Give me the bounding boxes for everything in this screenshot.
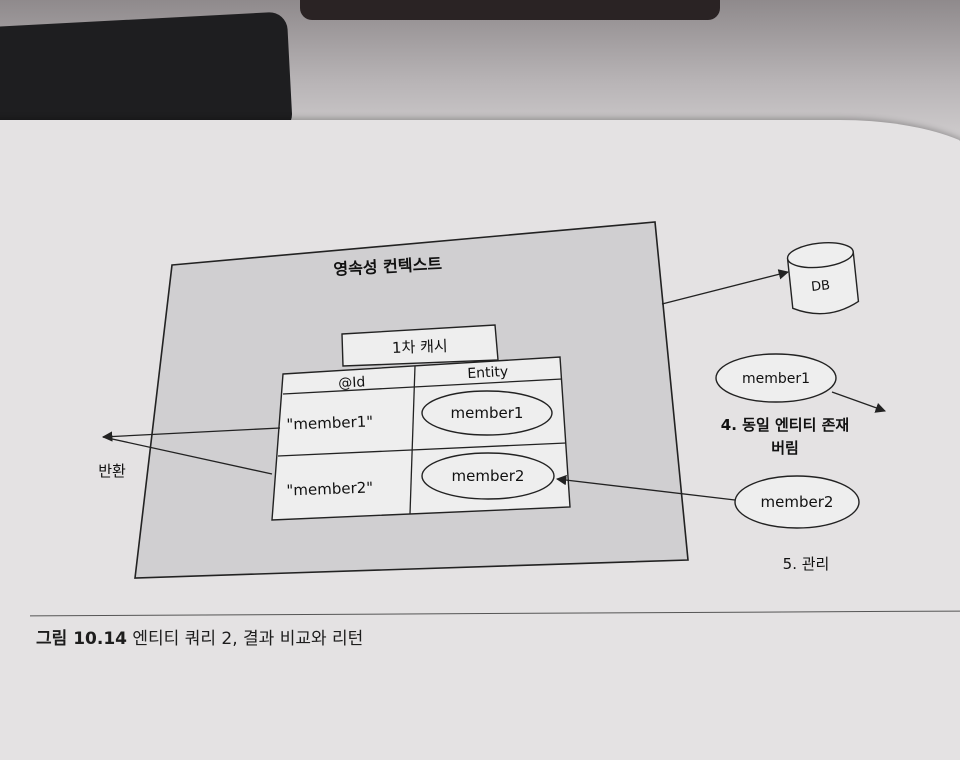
row2-id: "member2" [286, 478, 373, 499]
return-arrow-1 [101, 427, 281, 442]
incoming-member2-ellipse [734, 475, 860, 529]
table-row-rule [277, 442, 567, 457]
figure-caption: 그림 10.14 엔티티 쿼리 2, 결과 비교와 리턴 [36, 624, 363, 649]
caption-text: 엔티티 쿼리 2, 결과 비교와 리턴 [126, 629, 364, 649]
dark-object-top [300, 0, 720, 20]
discard-note-line2: 버림 [771, 439, 799, 457]
cache-title: 1차 캐시 [392, 337, 448, 357]
return-label: 반환 [98, 462, 126, 480]
row1-entity: member1 [451, 404, 524, 422]
db-arrow [661, 269, 790, 305]
figure-number: 그림 10.14 [36, 629, 127, 649]
discard-arrow [831, 391, 886, 413]
db-label: DB [810, 278, 830, 295]
row2-entity: member2 [452, 467, 525, 485]
table-header-rule [282, 378, 563, 395]
incoming-member1-ellipse [715, 353, 837, 403]
discard-note-line1: 4. 동일 엔티티 존재 [721, 416, 849, 434]
db-cylinder [786, 242, 860, 315]
incoming-member1: member1 [742, 371, 810, 387]
row1-entity-ellipse [421, 390, 553, 436]
manage-note: 5. 관리 [783, 555, 830, 573]
cache-title-box [341, 324, 499, 367]
incoming-member2: member2 [761, 493, 834, 511]
row2-entity-ellipse [421, 452, 555, 500]
return-arrow-2 [102, 436, 273, 475]
manage-arrow [555, 474, 736, 501]
persistence-context-diagram: 영속성 컨텍스트 1차 캐시 @Id Entity "member1" memb… [98, 221, 886, 579]
row1-id: "member1" [286, 412, 373, 433]
col-entity-header: Entity [467, 364, 509, 382]
table-col-rule [409, 365, 416, 515]
col-id-header: @Id [338, 374, 366, 391]
